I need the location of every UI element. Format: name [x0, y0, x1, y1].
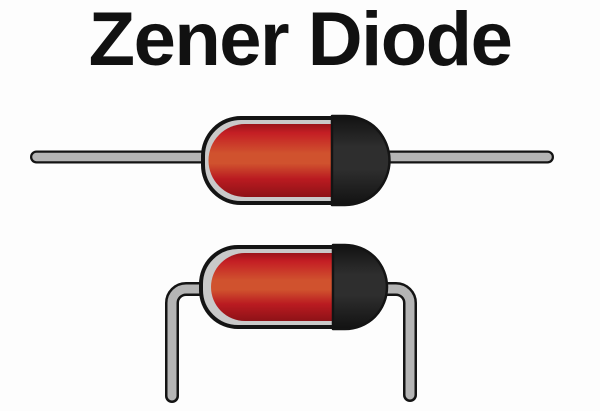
diode-bent: [165, 243, 417, 403]
bent-red-glass: [211, 253, 334, 321]
bent-cathode-cap: [331, 243, 389, 331]
bent-lead-left-wire: [167, 284, 230, 401]
bent-lead-right-wire: [360, 284, 415, 400]
page-title: Zener Diode: [88, 0, 513, 82]
diode-axial: [30, 114, 554, 207]
axial-red-glass: [208, 124, 333, 197]
axial-cathode-cap: [330, 114, 391, 207]
